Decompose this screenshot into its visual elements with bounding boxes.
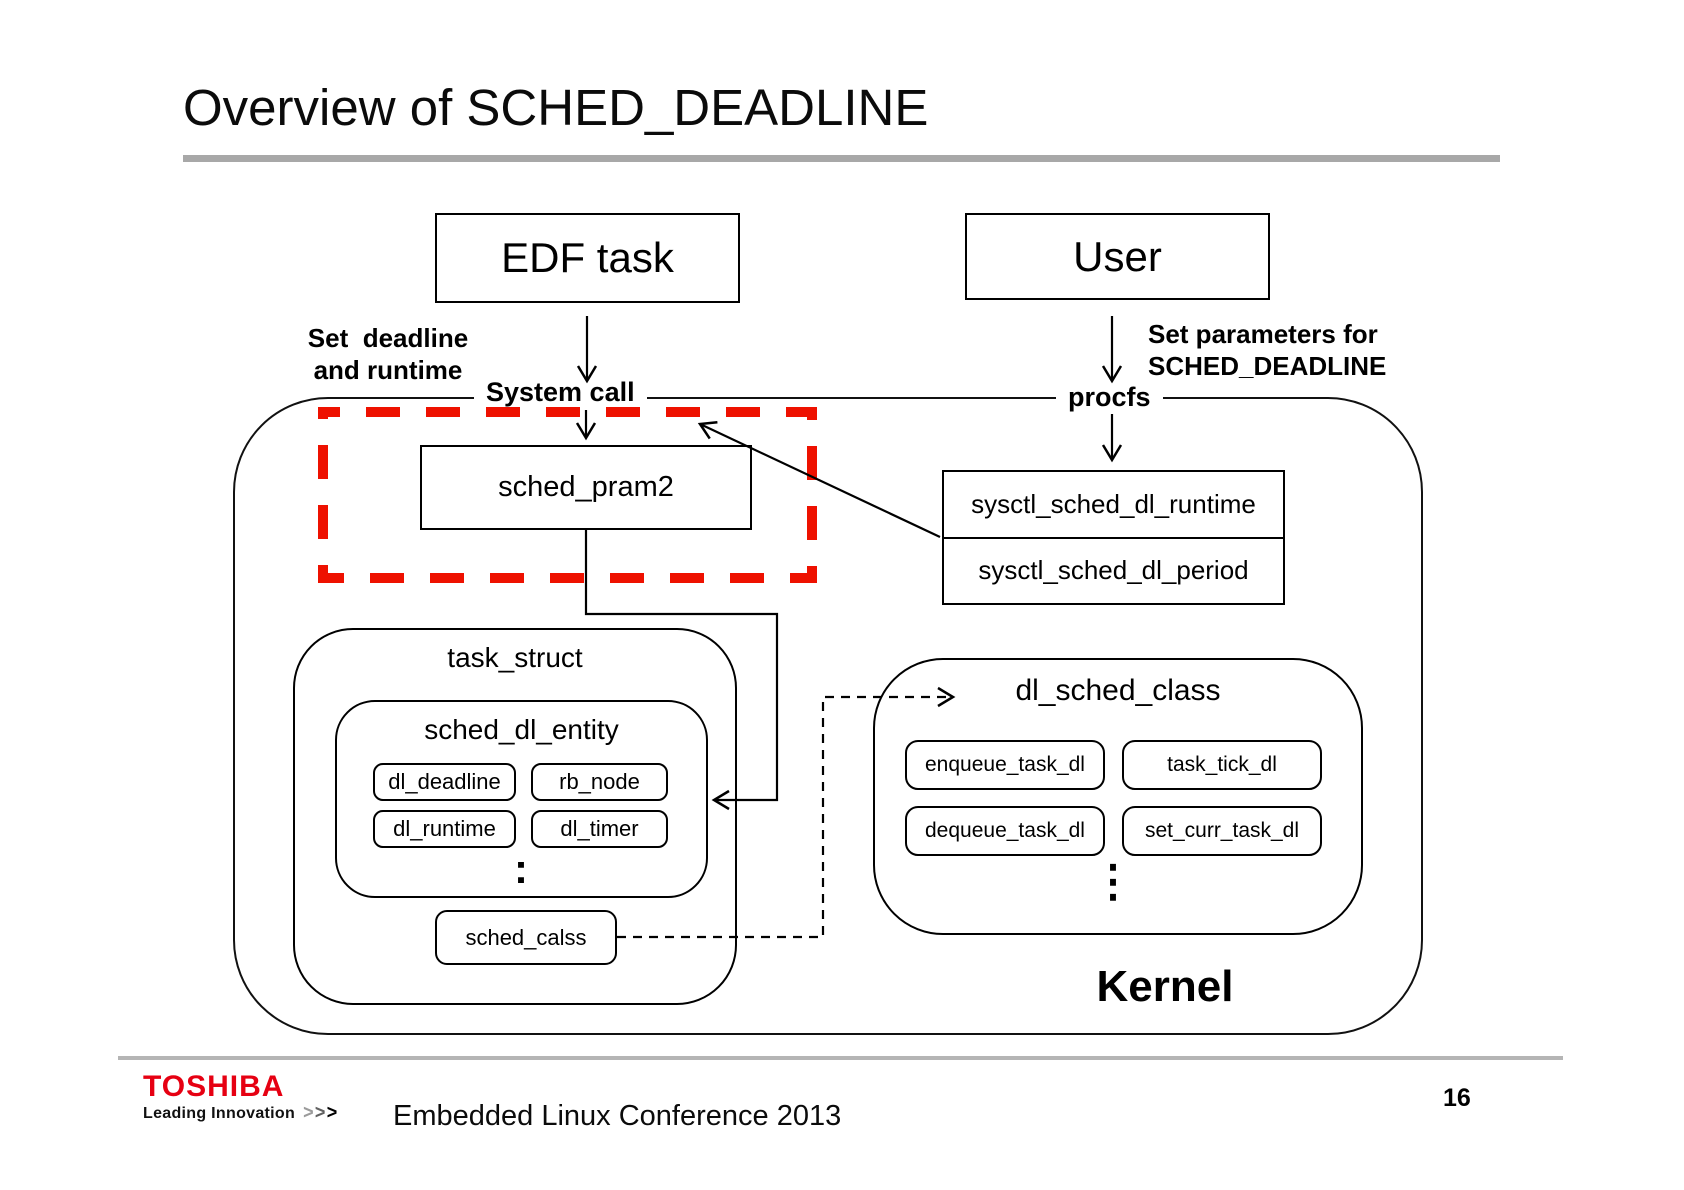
edf-task-label: EDF task (501, 234, 674, 281)
conference-title: Embedded Linux Conference 2013 (393, 1100, 842, 1132)
sysctl-period-row: sysctl_sched_dl_period (978, 555, 1249, 586)
dl-deadline-field: dl_deadline (373, 763, 516, 801)
rb-node-field: rb_node (531, 763, 668, 801)
sysctl-runtime-row: sysctl_sched_dl_runtime (944, 472, 1283, 539)
kernel-label: Kernel (1096, 962, 1234, 1011)
set-curr-task-dl-box: set_curr_task_dl (1122, 806, 1322, 856)
sched-calss-box: sched_calss (435, 910, 617, 965)
chevron-icon: > (314, 1100, 326, 1123)
toshiba-logo: TOSHIBA (143, 1070, 285, 1103)
page-number: 16 (1443, 1084, 1471, 1112)
sysctl-box: sysctl_sched_dl_runtime sysctl_sched_dl_… (942, 470, 1285, 605)
entity-ellipsis: : (514, 845, 528, 892)
sched-calss-label: sched_calss (465, 924, 587, 950)
sched-pram2-box: sched_pram2 (420, 445, 752, 530)
chevron-icon: > (326, 1100, 338, 1123)
system-call-label: System call (474, 377, 647, 408)
toshiba-tagline: Leading Innovation (143, 1105, 296, 1122)
dl-sched-class-title: dl_sched_class (1015, 674, 1221, 707)
sched-dl-entity-title: sched_dl_entity (424, 714, 619, 745)
user-box: User (965, 213, 1270, 300)
kernel-boundary-box (233, 397, 1423, 1035)
edf-task-box: EDF task (435, 213, 740, 303)
enqueue-task-dl-box: enqueue_task_dl (905, 740, 1105, 790)
procfs-label: procfs (1056, 382, 1163, 413)
task-tick-dl-box: task_tick_dl (1122, 740, 1322, 790)
task-struct-title: task_struct (447, 642, 583, 673)
chevron-icon: > (303, 1100, 314, 1123)
user-label: User (1073, 232, 1162, 280)
title-underline (183, 155, 1500, 162)
dl-timer-field: dl_timer (531, 810, 668, 848)
sched-pram2-label: sched_pram2 (498, 471, 674, 503)
class-ellipsis: ⋮ (1091, 857, 1135, 906)
page-title: Overview of SCHED_DEADLINE (183, 79, 929, 136)
set-deadline-note: Set deadline and runtime (307, 323, 469, 385)
toshiba-tagline-row: Leading Innovation>>> (143, 1100, 338, 1123)
dl-runtime-field: dl_runtime (373, 810, 516, 848)
dequeue-task-dl-box: dequeue_task_dl (905, 806, 1105, 856)
footer-divider (118, 1056, 1563, 1060)
set-parameters-note: Set parameters for SCHED_DEADLINE (1148, 319, 1387, 381)
